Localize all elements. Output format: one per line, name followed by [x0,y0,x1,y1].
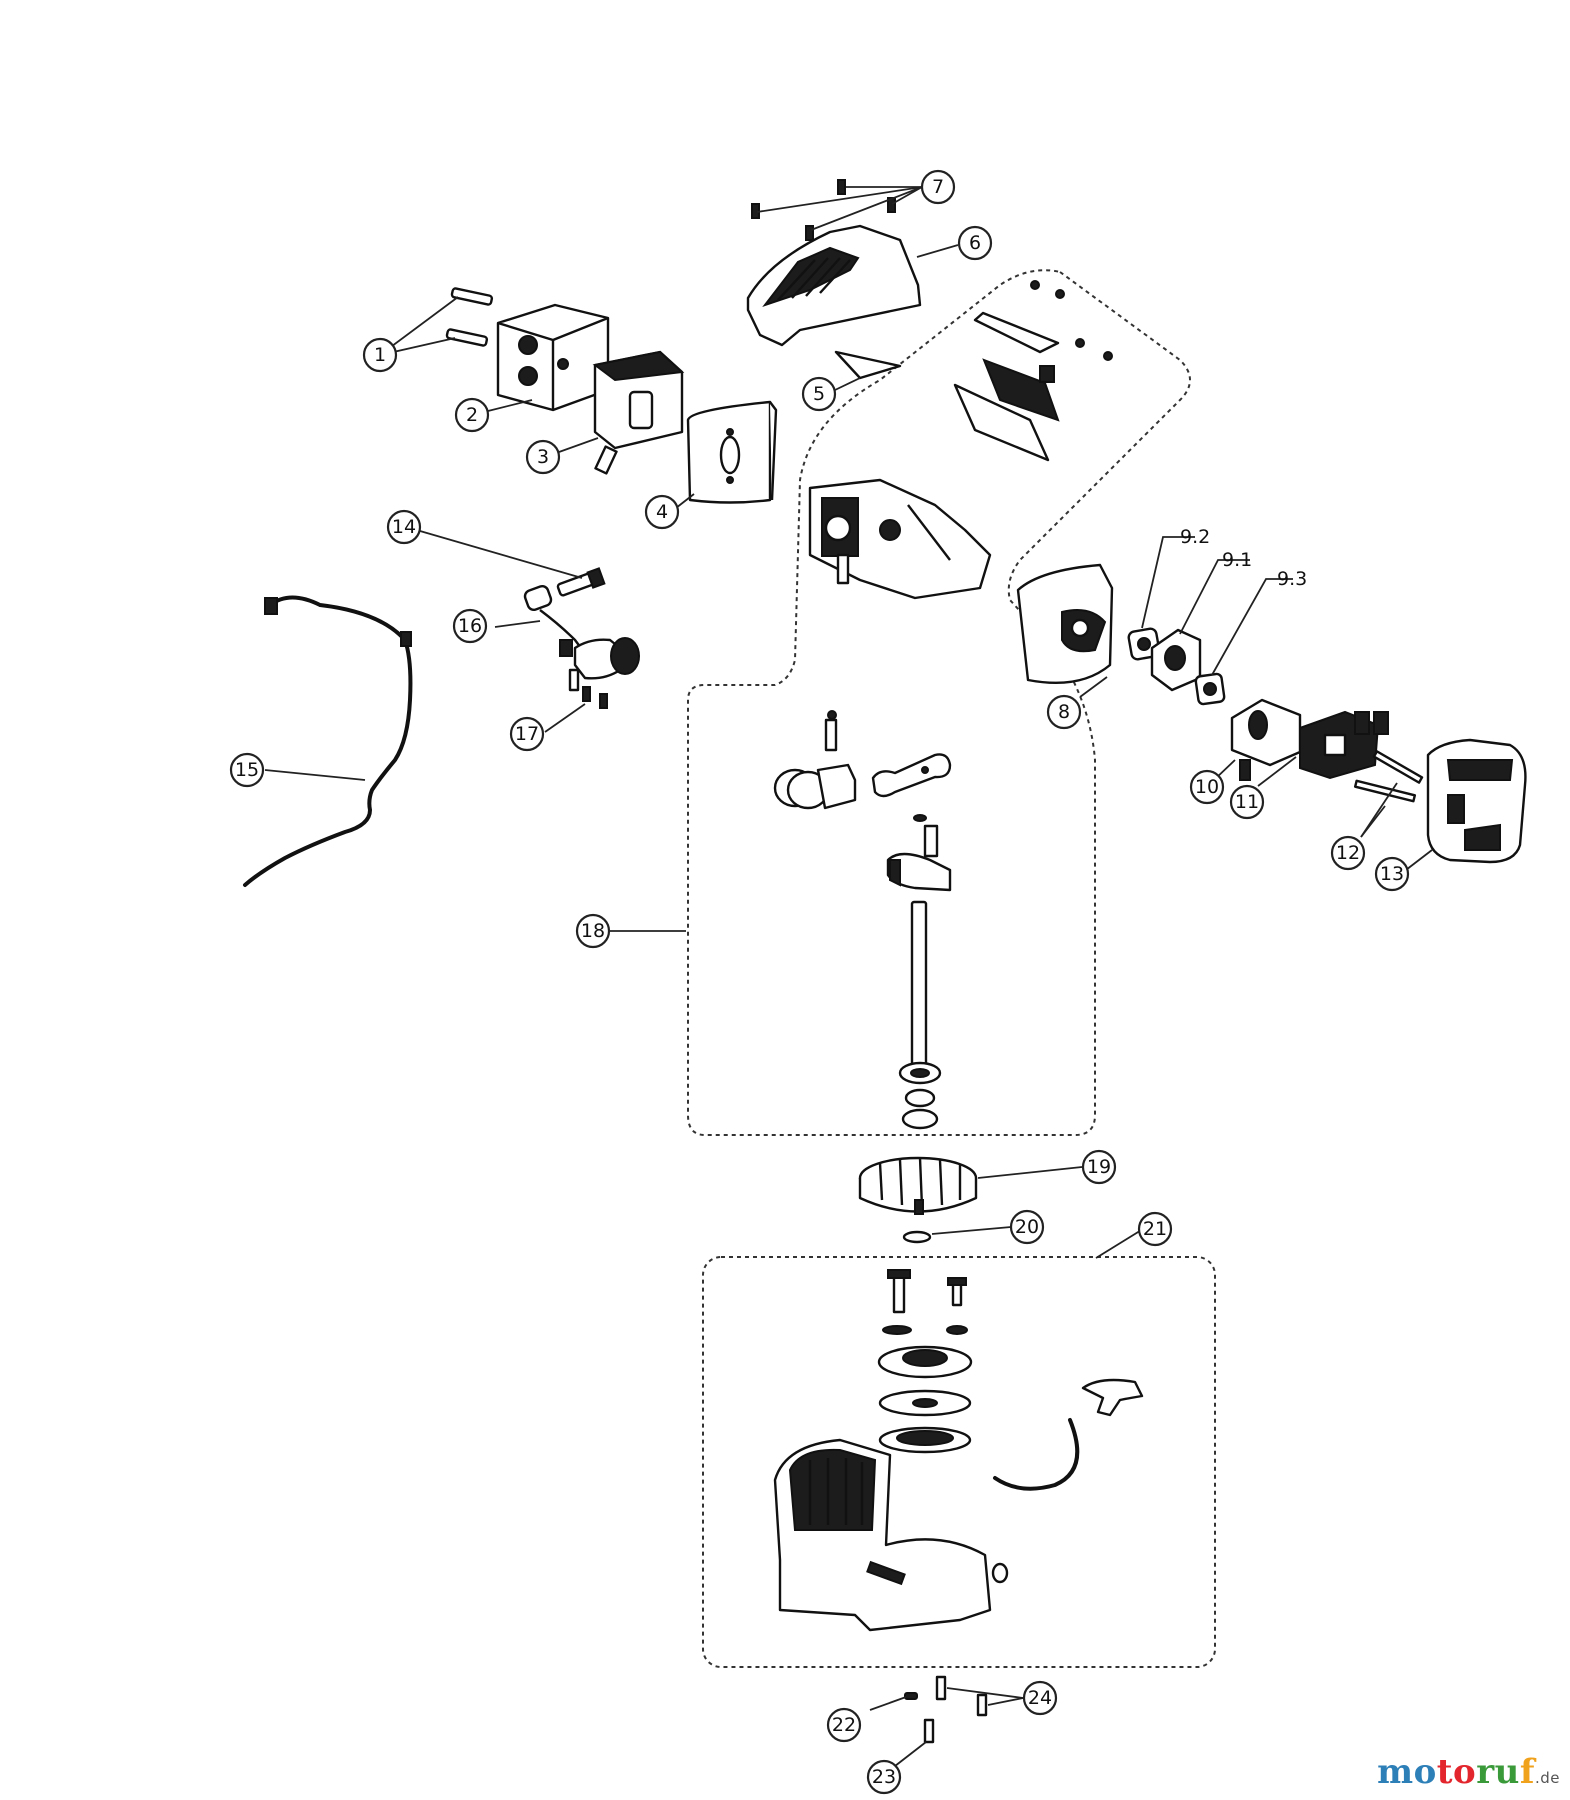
svg-text:17: 17 [515,723,539,745]
part-19-flywheel [858,1156,978,1215]
part-crankshaft-assembly [773,710,952,1130]
callout-2: 2 [454,397,490,433]
part-8-bracket [1016,563,1114,685]
callout-7: 7 [920,169,956,205]
wire-terminal-icon [264,597,278,615]
callout-9-1: 9.1 [1222,549,1252,571]
part-14-spark-plug [556,567,606,597]
svg-text:9.3: 9.3 [1277,568,1307,590]
part-2-filter-cover [496,303,610,412]
callout-16: 16 [452,608,488,644]
svg-text:14: 14 [392,516,416,538]
svg-text:3: 3 [537,446,549,468]
callout-17: 17 [509,716,545,752]
callout-1: 1 [362,337,398,373]
wire-clip-icon [400,631,412,647]
svg-text:20: 20 [1015,1216,1039,1238]
callout-10: 10 [1189,769,1225,805]
svg-text:7: 7 [932,176,944,198]
part-9-1-spacer [1150,628,1202,692]
callout-19: 19 [1081,1149,1117,1185]
part-1-screws [445,287,494,347]
svg-text:8: 8 [1058,701,1070,723]
part-21-starter-assembly [773,1269,1144,1632]
svg-text:9.2: 9.2 [1180,526,1210,548]
part-15-wire [243,595,413,887]
part-16-ignition-coil [523,584,640,692]
svg-text:13: 13 [1380,863,1404,885]
callout-20: 20 [1009,1209,1045,1245]
callout-11: 11 [1229,784,1265,820]
part-24-screws [935,1675,988,1717]
svg-text:21: 21 [1143,1218,1167,1240]
part-11-filter-housing [1299,710,1389,780]
svg-text:1: 1 [374,344,386,366]
svg-text:11: 11 [1235,791,1259,813]
callout-22: 22 [826,1707,862,1743]
svg-text:5: 5 [813,383,825,405]
callout-6: 6 [957,225,993,261]
callout-9-3: 9.3 [1277,568,1307,590]
part-20-washer [902,1230,932,1244]
svg-text:12: 12 [1336,842,1360,864]
group-outline-18 [687,269,1191,1136]
part-10-carburetor [1230,698,1302,781]
callout-21: 21 [1137,1211,1173,1247]
svg-text:22: 22 [832,1714,856,1736]
callout-9-2: 9.2 [1180,526,1210,548]
svg-text:18: 18 [581,920,605,942]
callout-5: 5 [801,376,837,412]
part-5-gasket [834,350,902,380]
watermark-logo: motoruf.de [1377,1752,1560,1792]
svg-text:6: 6 [969,232,981,254]
part-17-screws [582,686,608,709]
svg-text:9.1: 9.1 [1222,549,1252,571]
svg-text:15: 15 [235,759,259,781]
callout-12: 12 [1330,835,1366,871]
callout-8: 8 [1046,694,1082,730]
group-outline-21 [702,1256,1216,1668]
svg-text:19: 19 [1087,1156,1111,1178]
svg-text:2: 2 [466,404,478,426]
part-9-3-gasket [1194,672,1226,706]
svg-text:24: 24 [1028,1687,1052,1709]
callout-14: 14 [386,509,422,545]
part-cylinder-head-gaskets [953,280,1113,462]
callout-24: 24 [1022,1680,1058,1716]
svg-text:10: 10 [1195,776,1219,798]
callout-15: 15 [229,752,265,788]
part-13-filter-cover [1426,738,1527,864]
part-4-base-plate [686,400,778,504]
part-6-top-shroud [746,224,922,347]
callout-3: 3 [525,439,561,475]
svg-text:16: 16 [458,615,482,637]
part-3-filter-element [592,350,685,475]
callout-13: 13 [1374,856,1410,892]
svg-text:23: 23 [872,1766,896,1788]
callout-4: 4 [644,494,680,530]
part-12-pins [1353,750,1424,803]
callout-18: 18 [575,913,611,949]
part-23-screw [923,1718,935,1744]
svg-text:4: 4 [656,501,668,523]
part-22-clip [904,1692,918,1700]
callout-23: 23 [866,1759,902,1795]
part-cylinder [808,478,992,600]
